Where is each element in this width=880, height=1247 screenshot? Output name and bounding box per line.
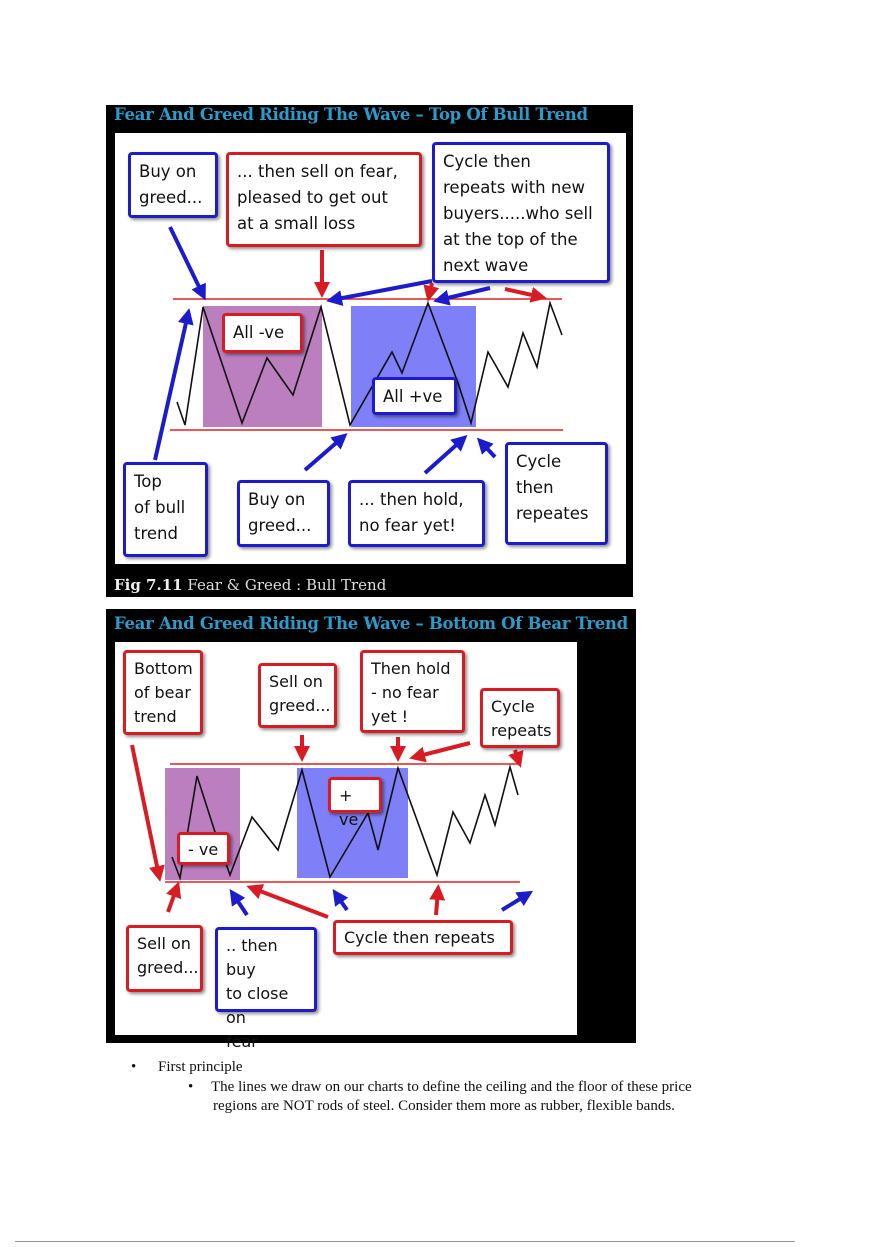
sub-bullet-line2: regions are NOT rods of steel. Consider … [213, 1098, 675, 1114]
callout-bottom-of-bear-trend: Bottom of bear trend [123, 650, 203, 735]
callout-sell-on-greed: Sell on greed... [258, 663, 337, 728]
bullet-first-principle: First principle [158, 1059, 243, 1075]
pointer-arrow [476, 437, 497, 459]
figure2-title: Fear And Greed Riding The Wave – Bottom … [114, 614, 628, 633]
callout-sell-on-greed-2: Sell on greed... [126, 925, 203, 992]
label-negative: - ve [177, 832, 230, 865]
pointer-arrow [423, 282, 440, 302]
pointer-arrow [168, 226, 206, 301]
pointer-arrow [303, 433, 348, 472]
callout-buy-on-greed-2: Buy on greed... [237, 480, 330, 547]
pointer-arrow [246, 884, 329, 919]
figure1-title: Fear And Greed Riding The Wave – Top Of … [114, 105, 588, 124]
callout-then-buy-to-close: .. then buy to close on fear [215, 927, 317, 1051]
callout-top-of-bull-trend: Top of bull trend [123, 462, 208, 557]
pointer-arrow [166, 881, 182, 913]
bullet-marker: • [131, 1059, 137, 1075]
callout-then-hold: ... then hold, no fear yet! [348, 480, 485, 547]
label-all-positive: All +ve [372, 377, 457, 415]
pointer-arrow [153, 308, 194, 461]
pointer-arrow [326, 279, 433, 306]
price-zigzag [176, 300, 563, 428]
pointer-arrow [504, 287, 547, 303]
pointer-arrow [500, 890, 534, 912]
sub-bullet-line1: The lines we draw on our charts to defin… [211, 1079, 692, 1095]
page-footer-rule [15, 1241, 795, 1242]
callout-cycle-repeats: Cycle repeats [480, 688, 560, 748]
pointer-arrow [130, 744, 165, 882]
label-all-negative: All -ve [222, 313, 303, 353]
callout-cycle-then-repeates: Cycle then repeates [505, 442, 608, 545]
pointer-arrow [229, 889, 249, 917]
figure1-caption: Fig 7.11 Fear & Greed : Bull Trend [114, 576, 386, 594]
sub-bullet-marker: • [188, 1079, 194, 1095]
pointer-arrow [332, 889, 349, 912]
callout-sell-on-fear: ... then sell on fear, pleased to get ou… [226, 152, 422, 247]
caption-label: Fig 7.11 [114, 576, 183, 594]
callout-cycle-repeats-new-buyers: Cycle then repeats with new buyers.....w… [432, 142, 610, 283]
pointer-arrow [429, 884, 446, 916]
callout-then-hold: Then hold - no fear yet ! [360, 650, 465, 733]
pointer-arrow [409, 741, 471, 763]
label-positive: + ve [328, 777, 382, 829]
callout-cycle-then-repeats: Cycle then repeats [333, 920, 513, 955]
callout-buy-on-greed: Buy on greed... [128, 152, 218, 218]
pointer-arrow [423, 434, 468, 475]
pointer-arrow [433, 286, 491, 306]
pointer-arrow [508, 749, 524, 768]
caption-text: Fear & Greed : Bull Trend [187, 576, 387, 594]
